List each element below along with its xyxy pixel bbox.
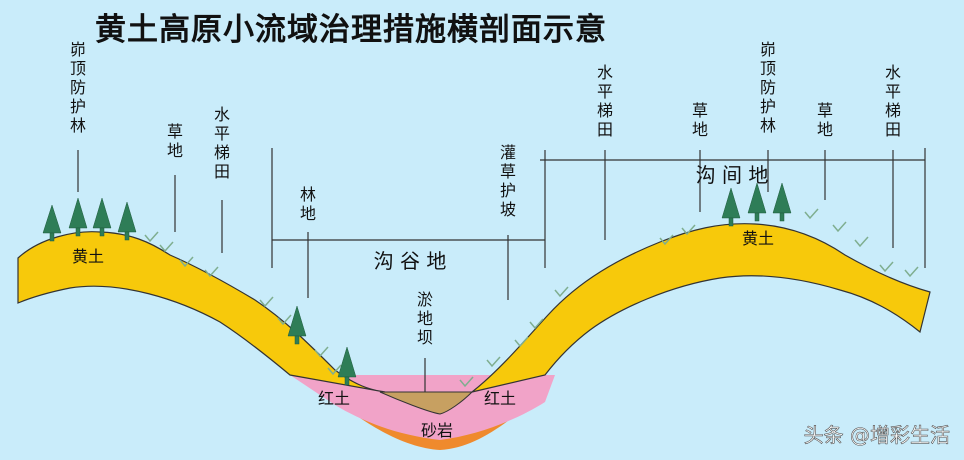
- vlabel-forest-land: 林地: [300, 185, 316, 223]
- vlabel-terrace-left: 水平梯田: [214, 105, 230, 181]
- vertical-label-text: 峁顶防护林: [760, 40, 776, 135]
- tree-trunk: [124, 231, 130, 241]
- vertical-label-text: 淤地坝: [417, 290, 433, 347]
- label-inter-gully-land: 沟 间 地: [696, 163, 769, 187]
- tree-trunk: [728, 217, 734, 227]
- silt-dam-deposit: [379, 391, 474, 415]
- label-red-soil-right: 红土: [484, 389, 516, 408]
- vertical-label-text: 灌草护坡: [500, 143, 516, 219]
- label-gully-land: 沟 谷 地: [374, 249, 447, 273]
- vertical-label-text: 峁顶防护林: [70, 40, 86, 135]
- vlabel-terrace-right-1: 水平梯田: [597, 63, 613, 139]
- vertical-label-text: 水平梯田: [885, 63, 901, 139]
- diagram-title: 黄土高原小流域治理措施横剖面示意: [95, 12, 607, 48]
- vertical-label-text: 水平梯田: [214, 105, 230, 181]
- grass-marks: [144, 208, 919, 388]
- tree-group-right: [721, 182, 792, 227]
- vertical-label-text: 草地: [167, 122, 183, 160]
- label-loess-left: 黄土: [72, 247, 104, 266]
- tree-trunk: [754, 212, 760, 222]
- range-lines: [271, 148, 926, 268]
- vlabel-grass-right-1: 草地: [692, 101, 708, 139]
- watermark: 头条 @增彩生活: [804, 423, 950, 447]
- vlabel-silt-dam: 淤地坝: [417, 290, 433, 347]
- vlabel-terrace-right-2: 水平梯田: [885, 63, 901, 139]
- vertical-label-text: 林地: [300, 185, 316, 223]
- tree-trunk: [49, 232, 55, 242]
- vlabel-top-forest-left: 峁顶防护林: [70, 40, 86, 135]
- vertical-label-text: 草地: [817, 101, 833, 139]
- tree-trunk: [294, 335, 300, 345]
- tree-group-slope: [287, 305, 357, 386]
- vertical-label-text: 水平梯田: [597, 63, 613, 139]
- tree-trunk: [344, 376, 350, 386]
- tree-trunk: [779, 212, 785, 222]
- vlabel-irrigated-grass-slope: 灌草护坡: [500, 143, 516, 219]
- tree-group-left: [42, 197, 137, 242]
- vlabel-grass-left: 草地: [167, 122, 183, 160]
- loess-layer-right: [471, 223, 931, 393]
- vertical-label-text: 草地: [692, 101, 708, 139]
- vlabel-grass-right-2: 草地: [817, 101, 833, 139]
- tree-trunk: [99, 227, 105, 237]
- leader-lines: [77, 150, 894, 392]
- label-loess-right: 黄土: [742, 229, 774, 248]
- label-sandstone: 砂岩: [421, 421, 453, 440]
- label-red-soil-left: 红土: [318, 389, 350, 408]
- tree-trunk: [75, 227, 81, 237]
- vlabel-top-forest-right: 峁顶防护林: [760, 40, 776, 135]
